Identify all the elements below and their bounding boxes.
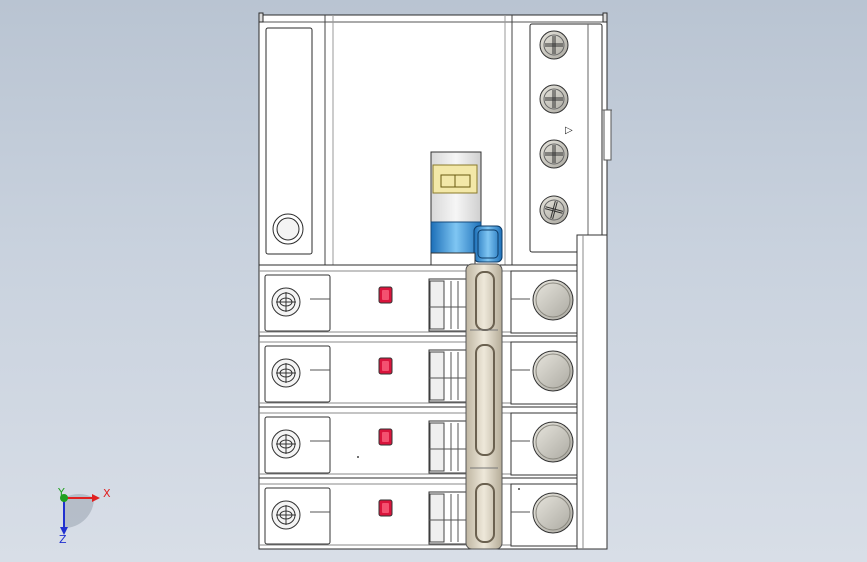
- y-axis-label: Y: [57, 486, 65, 499]
- rcd-terminal-panel: [529, 23, 603, 253]
- load-terminal-cap: [532, 279, 574, 321]
- top-clip-right: [602, 12, 608, 23]
- y-axis-dot: [60, 494, 68, 502]
- surface-dot: [518, 488, 520, 490]
- toggle-blue-collar: [430, 221, 482, 254]
- toggle-window-symbol: [440, 174, 471, 188]
- mcb-pole-3: [258, 406, 581, 479]
- pole-handle: [428, 278, 470, 332]
- busbar: [465, 263, 503, 550]
- rcd-screws: [539, 30, 569, 225]
- load-terminal-cap: [532, 350, 574, 392]
- load-terminal-cap: [532, 492, 574, 534]
- pole-handle: [428, 420, 470, 474]
- surface-dot: [357, 456, 359, 458]
- coordinate-triad: X Y Z: [57, 486, 111, 546]
- mcb-pole-2: [258, 335, 581, 408]
- x-axis-label: X: [103, 487, 111, 500]
- rcd-screw-3: [539, 139, 569, 169]
- line-terminal-screw: [271, 429, 301, 459]
- mcb-pole-1: [258, 264, 581, 337]
- load-terminal-cap: [532, 421, 574, 463]
- line-terminal-screw: [271, 287, 301, 317]
- rcd-screw-1: [539, 30, 569, 60]
- rcd-screw-4: [539, 195, 569, 225]
- toggle-linkage[interactable]: [473, 225, 503, 263]
- rcd-screw-2: [539, 84, 569, 114]
- rcd-left-panel: [265, 27, 313, 255]
- pole-handle: [428, 349, 470, 403]
- top-clip-left: [258, 12, 264, 23]
- toggle-lever[interactable]: [430, 151, 503, 266]
- line-terminal-screw: [271, 358, 301, 388]
- mcb-poles: [258, 264, 581, 550]
- side-rail: [576, 234, 608, 550]
- mcb-pole-4: [258, 477, 581, 550]
- line-terminal-screw: [271, 500, 301, 530]
- z-axis-label: Z: [59, 533, 67, 546]
- arrow-marker-icon: ▷: [565, 125, 573, 136]
- pole-handle: [428, 491, 470, 545]
